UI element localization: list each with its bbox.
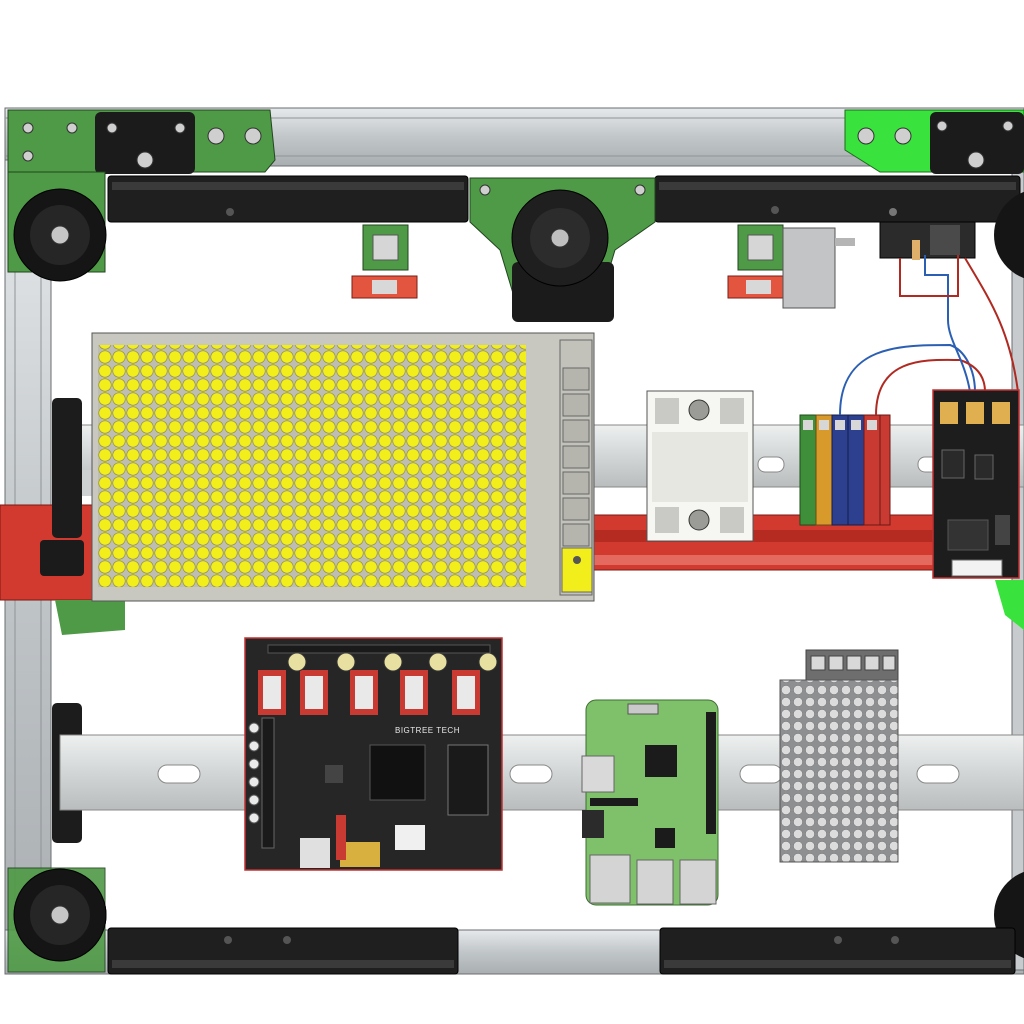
capacitors: [287, 652, 498, 672]
top-left-black-block: [95, 112, 195, 174]
extrusion-icon: [372, 234, 399, 261]
ac-power-module: [932, 389, 1024, 630]
power-supply-icon: [779, 679, 899, 863]
bottom-rails: [107, 927, 1016, 975]
terminal-block-icon: [831, 414, 849, 526]
top-rails: [107, 175, 1021, 223]
main-psu: [91, 332, 595, 602]
stepper-motor-icon: [550, 228, 570, 248]
terminal-block-icon: [799, 414, 817, 526]
iec-inlet-icon: [879, 221, 976, 259]
board-brand-label: BIGTREE TECH: [395, 726, 460, 735]
z-motor: [511, 189, 614, 322]
wiring: [839, 255, 1019, 416]
terminal-block-icon: [863, 414, 881, 526]
psu-terminal-column: [562, 367, 590, 547]
terminal-block-icon: [847, 414, 865, 526]
relay-icon: [652, 432, 748, 502]
power-supply-icon: [98, 345, 526, 587]
top-right-black-block: [930, 112, 1024, 174]
feet: [7, 188, 1024, 973]
terminal-block-icon: [815, 414, 833, 526]
raspberry-pi: [581, 699, 719, 906]
extrusion-mounts: [351, 224, 789, 299]
power-inlet: [782, 208, 976, 309]
secondary-psu: [779, 649, 899, 863]
wheel-icon: [13, 188, 107, 282]
wheel-icon: [994, 191, 1024, 279]
rail-clip: [52, 398, 82, 538]
extrusion-icon: [747, 234, 774, 261]
sbc-icon: [585, 699, 719, 906]
terminal-blocks: [799, 414, 891, 526]
driver-slots: [258, 670, 480, 715]
mainboard: BIGTREE TECH: [244, 637, 503, 871]
solid-state-relay: [646, 390, 754, 542]
